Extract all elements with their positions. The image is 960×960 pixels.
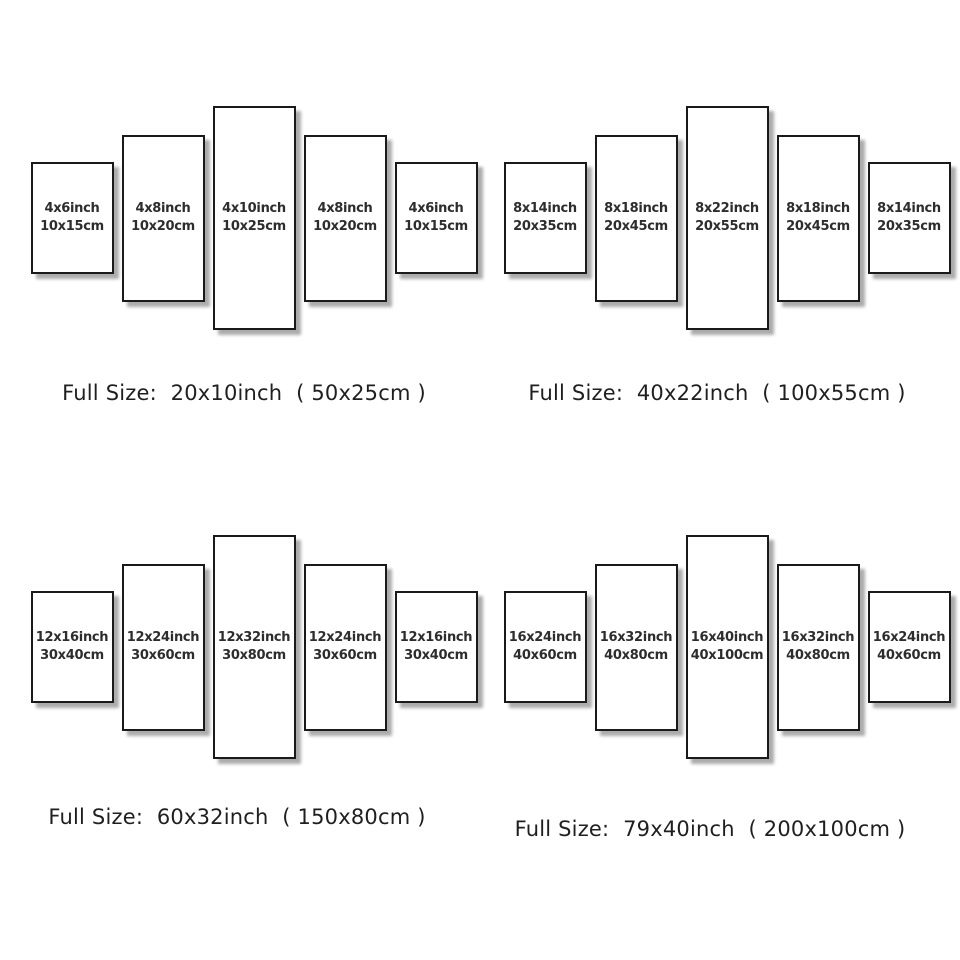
canvas-panel: 16x32inch 40x80cm: [594, 563, 678, 731]
panel-size-cm: 20x35cm: [877, 219, 941, 234]
panel-size-inch: 16x24inch: [872, 630, 946, 645]
panel-size-label: 8x22inch 20x55cm: [695, 200, 759, 236]
panel-size-label: 4x10inch 10x25cm: [222, 200, 286, 236]
panel-size-inch: 12x16inch: [399, 630, 473, 645]
panel-size-inch: 12x16inch: [35, 630, 109, 645]
panel-size-cm: 30x40cm: [404, 648, 468, 663]
panel-size-cm: 40x60cm: [877, 648, 941, 663]
full-size-caption: Full Size: 60x32inch ( 150x80cm ): [48, 805, 426, 829]
panel-size-cm: 40x100cm: [690, 648, 764, 663]
panel-size-label: 4x6inch 10x15cm: [404, 200, 468, 236]
panel-size-label: 16x24inch 40x60cm: [509, 629, 582, 665]
canvas-panel: 12x24inch 30x60cm: [303, 563, 387, 731]
panel-size-inch: 12x24inch: [126, 630, 200, 645]
panel-size-label: 4x6inch 10x15cm: [40, 200, 104, 236]
canvas-panel: 4x6inch 10x15cm: [30, 162, 114, 274]
panel-size-inch: 12x32inch: [217, 630, 291, 645]
panel-size-label: 8x14inch 20x35cm: [877, 200, 941, 236]
panel-size-cm: 20x45cm: [786, 219, 850, 234]
panel-size-cm: 10x15cm: [404, 219, 468, 234]
canvas-panel: 8x22inch 20x55cm: [685, 106, 769, 330]
panel-size-cm: 10x20cm: [313, 219, 377, 234]
panel-size-label: 16x32inch 40x80cm: [782, 629, 855, 665]
panel-size-cm: 10x25cm: [222, 219, 286, 234]
canvas-panel: 12x24inch 30x60cm: [121, 563, 205, 731]
panel-size-label: 8x18inch 20x45cm: [786, 200, 850, 236]
canvas-panel: 16x24inch 40x60cm: [503, 591, 587, 703]
canvas-panel: 4x6inch 10x15cm: [394, 162, 478, 274]
panel-size-cm: 30x40cm: [40, 648, 104, 663]
panel-size-cm: 40x80cm: [786, 648, 850, 663]
quadrant-top-right: 8x14inch 20x35cm 8x18inch 20x45cm 8x22in…: [503, 106, 951, 405]
panel-size-label: 16x40inch 40x100cm: [691, 629, 764, 665]
panel-size-cm: 40x80cm: [604, 648, 668, 663]
panel-row: 8x14inch 20x35cm 8x18inch 20x45cm 8x22in…: [503, 106, 951, 330]
panel-size-cm: 20x45cm: [604, 219, 668, 234]
panel-size-inch: 16x24inch: [508, 630, 582, 645]
panel-size-label: 8x18inch 20x45cm: [604, 200, 668, 236]
panel-size-label: 4x8inch 10x20cm: [313, 200, 377, 236]
panel-size-inch: 4x8inch: [317, 201, 373, 216]
panel-size-inch: 8x22inch: [695, 201, 759, 216]
panel-size-inch: 16x32inch: [781, 630, 855, 645]
panel-size-inch: 16x40inch: [690, 630, 764, 645]
panel-size-cm: 30x60cm: [131, 648, 195, 663]
panel-size-cm: 40x60cm: [513, 648, 577, 663]
panel-size-inch: 4x10inch: [222, 201, 286, 216]
quadrant-bottom-left: 12x16inch 30x40cm 12x24inch 30x60cm 12x3…: [30, 535, 478, 829]
canvas-panel: 12x32inch 30x80cm: [212, 535, 296, 759]
full-size-caption: Full Size: 40x22inch ( 100x55cm ): [528, 381, 906, 405]
canvas-panel: 4x8inch 10x20cm: [121, 134, 205, 302]
canvas-panel: 8x14inch 20x35cm: [867, 162, 951, 274]
canvas-panel: 12x16inch 30x40cm: [394, 591, 478, 703]
panel-size-inch: 8x18inch: [604, 201, 668, 216]
panel-size-label: 4x8inch 10x20cm: [131, 200, 195, 236]
panel-size-cm: 10x20cm: [131, 219, 195, 234]
canvas-panel: 16x24inch 40x60cm: [867, 591, 951, 703]
panel-size-label: 8x14inch 20x35cm: [513, 200, 577, 236]
quadrant-top-left: 4x6inch 10x15cm 4x8inch 10x20cm 4x10inch…: [30, 106, 478, 405]
panel-size-cm: 20x55cm: [695, 219, 759, 234]
panel-size-inch: 8x18inch: [786, 201, 850, 216]
canvas-panel: 4x10inch 10x25cm: [212, 106, 296, 330]
panel-size-label: 16x32inch 40x80cm: [600, 629, 673, 665]
quadrant-bottom-right: 16x24inch 40x60cm 16x32inch 40x80cm 16x4…: [503, 535, 951, 841]
panel-size-cm: 10x15cm: [40, 219, 104, 234]
panel-size-label: 12x24inch 30x60cm: [309, 629, 382, 665]
panel-size-inch: 4x6inch: [408, 201, 464, 216]
full-size-caption: Full Size: 20x10inch ( 50x25cm ): [62, 381, 426, 405]
panel-size-inch: 8x14inch: [877, 201, 941, 216]
canvas-panel: 4x8inch 10x20cm: [303, 134, 387, 302]
panel-size-cm: 20x35cm: [513, 219, 577, 234]
canvas-panel: 16x32inch 40x80cm: [776, 563, 860, 731]
full-size-caption: Full Size: 79x40inch ( 200x100cm ): [514, 817, 906, 841]
panel-size-label: 16x24inch 40x60cm: [873, 629, 946, 665]
panel-row: 4x6inch 10x15cm 4x8inch 10x20cm 4x10inch…: [30, 106, 478, 330]
panel-size-label: 12x24inch 30x60cm: [127, 629, 200, 665]
canvas-panel: 8x18inch 20x45cm: [776, 134, 860, 302]
canvas-panel: 8x14inch 20x35cm: [503, 162, 587, 274]
panel-size-inch: 12x24inch: [308, 630, 382, 645]
panel-size-label: 12x16inch 30x40cm: [36, 629, 109, 665]
panel-size-inch: 4x8inch: [135, 201, 191, 216]
panel-size-inch: 4x6inch: [44, 201, 100, 216]
panel-size-label: 12x16inch 30x40cm: [400, 629, 473, 665]
panel-row: 12x16inch 30x40cm 12x24inch 30x60cm 12x3…: [30, 535, 478, 759]
panel-size-inch: 8x14inch: [513, 201, 577, 216]
canvas-panel: 16x40inch 40x100cm: [685, 535, 769, 759]
canvas-panel: 12x16inch 30x40cm: [30, 591, 114, 703]
panel-size-label: 12x32inch 30x80cm: [218, 629, 291, 665]
panel-row: 16x24inch 40x60cm 16x32inch 40x80cm 16x4…: [503, 535, 951, 759]
panel-size-inch: 16x32inch: [599, 630, 673, 645]
canvas-panel: 8x18inch 20x45cm: [594, 134, 678, 302]
panel-size-cm: 30x80cm: [222, 648, 286, 663]
panel-size-cm: 30x60cm: [313, 648, 377, 663]
